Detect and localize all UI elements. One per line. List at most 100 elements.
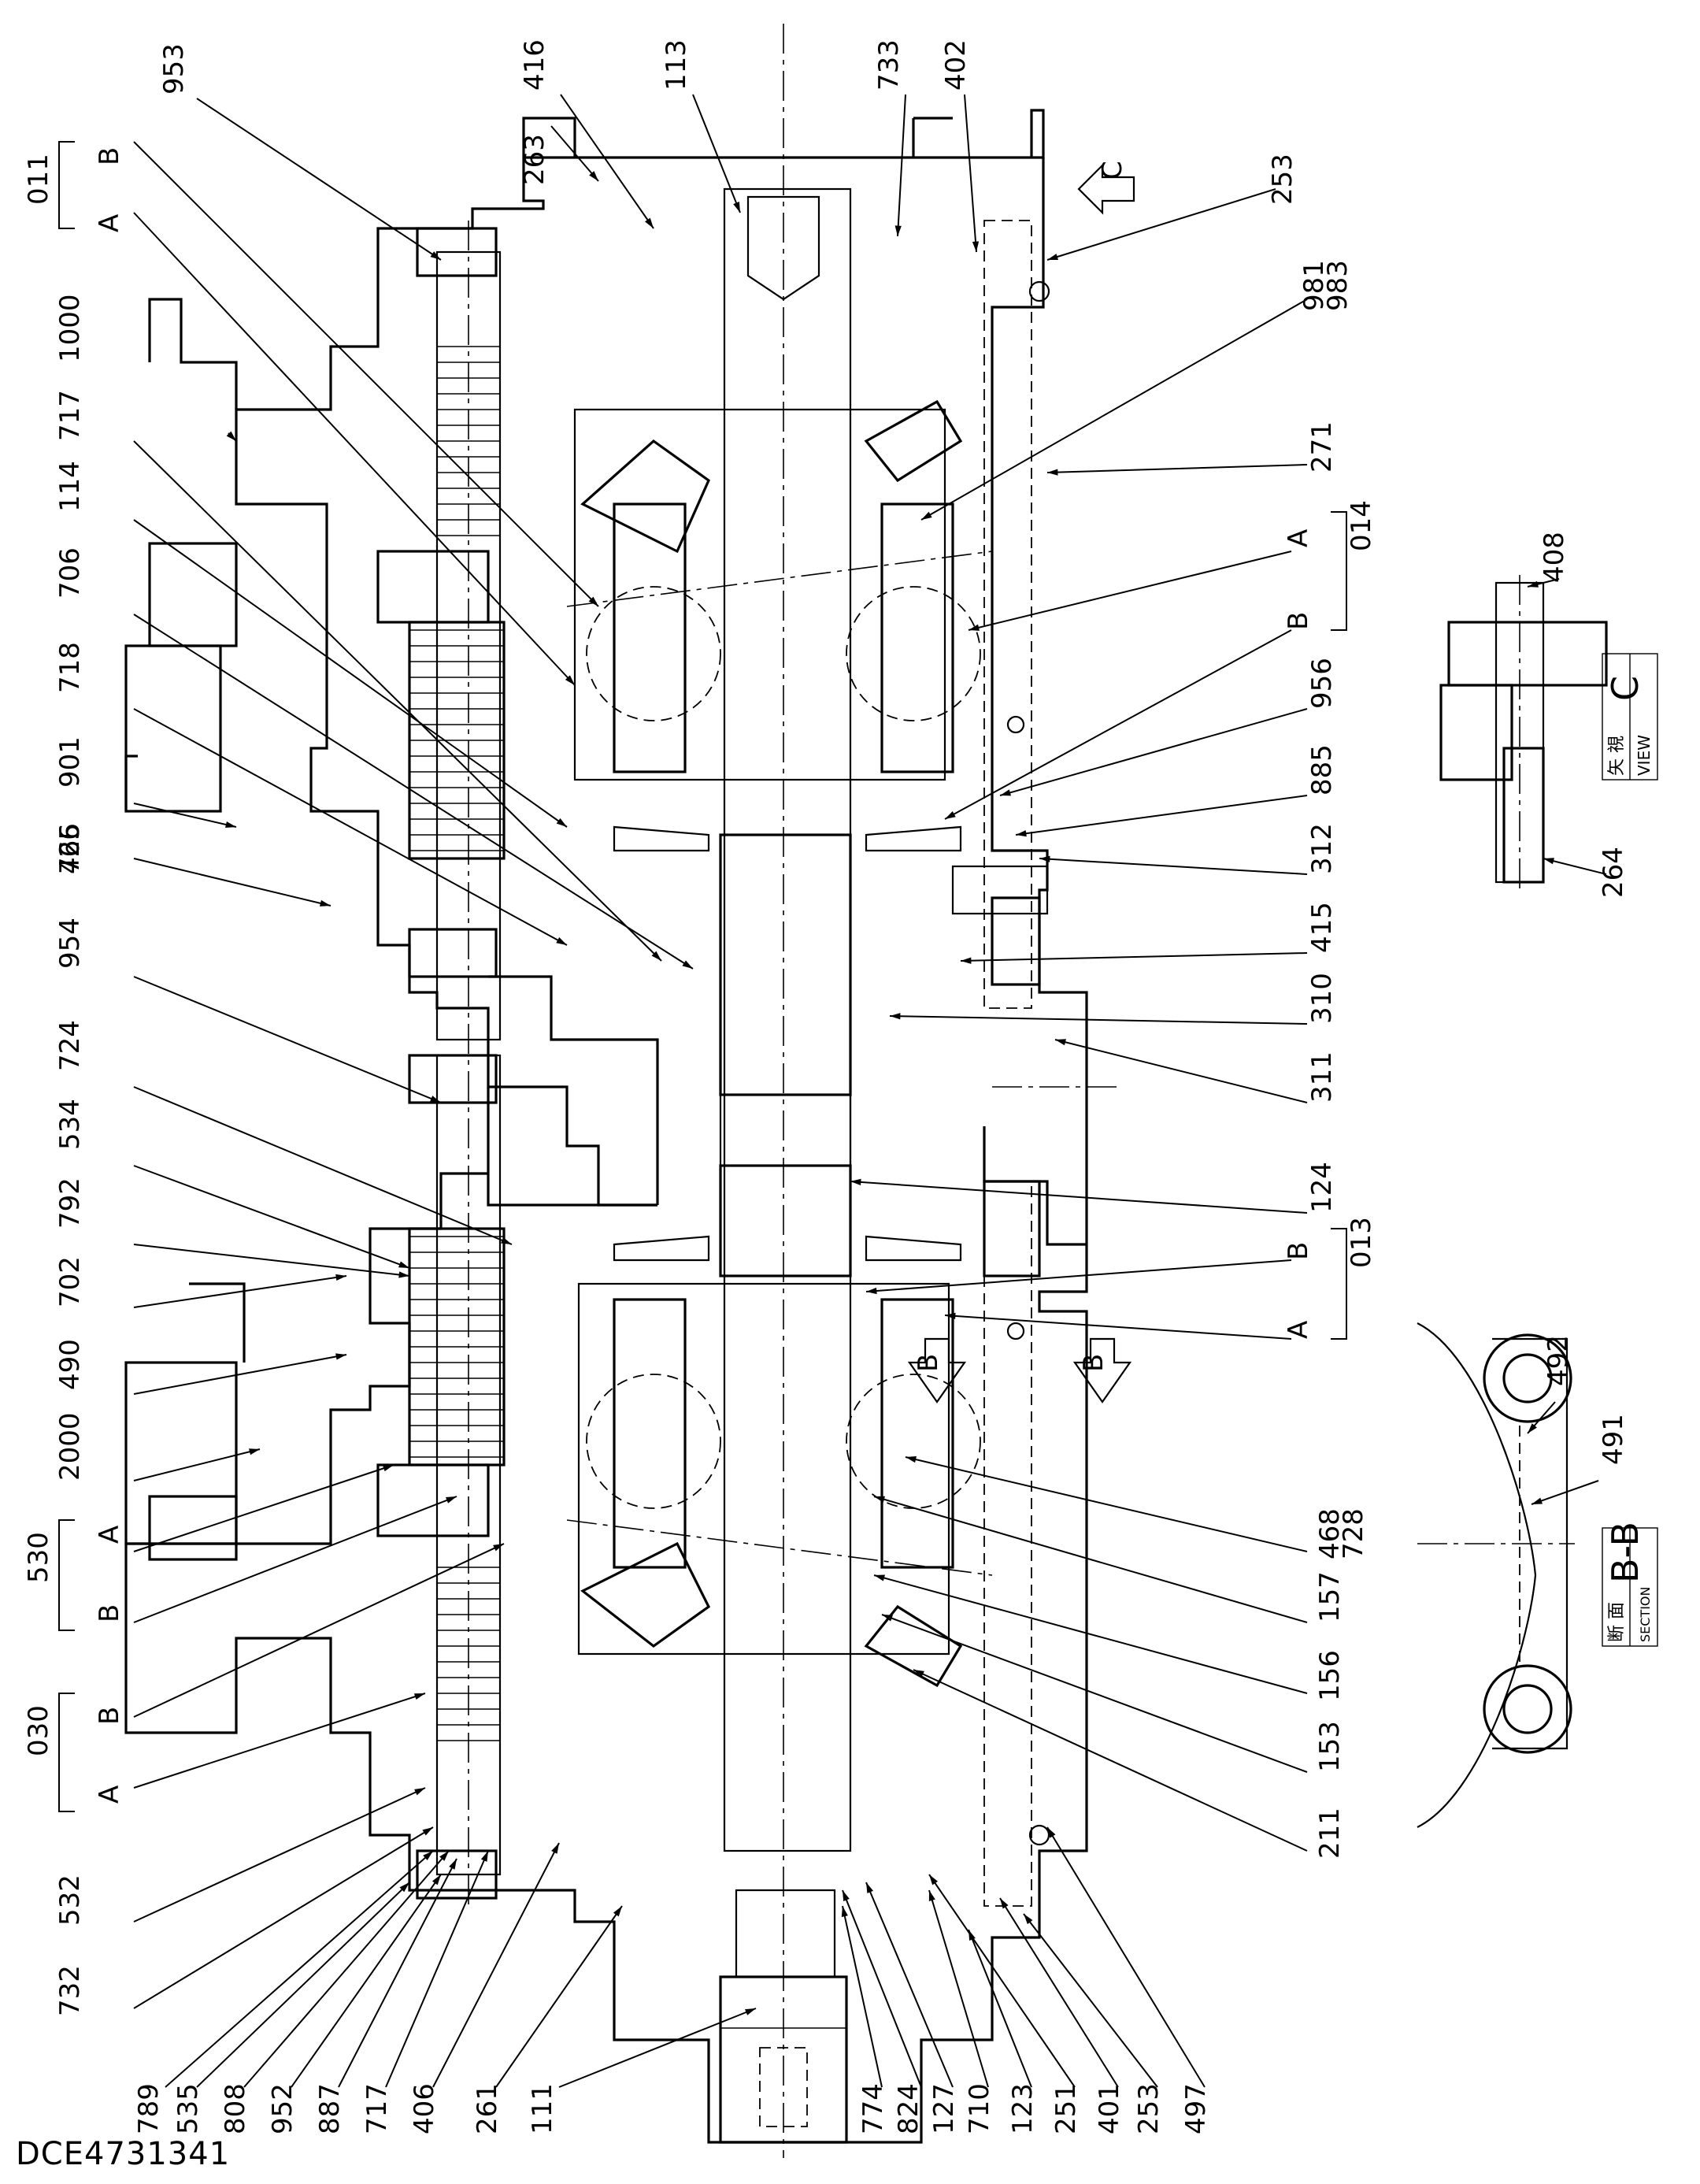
callout-left-26: B (94, 1604, 125, 1622)
leader-arrowhead (430, 1096, 441, 1103)
leader-line (920, 298, 1308, 521)
callout-right-2: 983 (1322, 260, 1354, 311)
callout-left-36: 887 (314, 2083, 346, 2134)
leader-arrowhead (398, 1271, 409, 1278)
leader-arrowhead (556, 818, 567, 827)
leader-arrowhead (1016, 830, 1027, 837)
leader-line (928, 1874, 1076, 2088)
callout-right-7: 956 (1306, 658, 1338, 709)
leader-line (291, 1874, 442, 2088)
group-bracket (1331, 511, 1347, 631)
leader-line (133, 1244, 410, 1277)
leader-line (338, 1858, 457, 2088)
leader-arrowhead (644, 217, 654, 228)
main-shaft (719, 24, 852, 2158)
callout-left-21: 702 (54, 1256, 86, 1307)
group-bracket (58, 1693, 75, 1812)
leader-line (558, 2008, 757, 2088)
leader-arrowhead (493, 1544, 504, 1552)
callout-right-0: 253 (1267, 154, 1298, 205)
callout-left-10: 717 (54, 390, 86, 441)
callout-left-5: 402 (940, 39, 972, 91)
leader-arrowhead (928, 1890, 935, 1901)
leader-arrowhead (843, 1890, 850, 1901)
callout-right-14: B (1283, 1242, 1314, 1260)
section-bb-callout-492: 492 (1543, 1335, 1574, 1386)
callout-right-3: 271 (1306, 421, 1338, 473)
leader-arrowhead (588, 596, 598, 606)
callout-right-21: 153 (1314, 1721, 1346, 1772)
section-bb-detail: 断 面 SECTION B-B (1417, 1322, 1658, 1828)
section-bb-caption-en: SECTION (1638, 1587, 1653, 1643)
callout-right-6: B (1283, 612, 1314, 630)
callout-left-22: 490 (54, 1339, 86, 1390)
callout-left-34: 808 (220, 2083, 251, 2134)
callout-right-8: 885 (1306, 744, 1338, 795)
leader-line (913, 1669, 1308, 1852)
leader-arrowhead (969, 624, 980, 631)
view-c-letter: C (1604, 676, 1646, 701)
view-c-callout-264: 264 (1598, 847, 1629, 898)
callout-left-4: 733 (873, 39, 905, 91)
callout-left-33: 535 (172, 2083, 204, 2134)
callout-left-28: B (94, 1707, 125, 1725)
leader-line (865, 1259, 1292, 1292)
callout-left-12: 706 (54, 547, 86, 599)
leader-arrowhead (841, 1906, 848, 1917)
leader-arrowhead (1055, 1039, 1066, 1046)
leader-arrowhead (556, 936, 567, 945)
callout-right-10: 415 (1306, 902, 1338, 953)
leader-arrowhead (921, 511, 932, 520)
leader-line (133, 1275, 347, 1308)
leader-arrowhead (249, 1448, 260, 1455)
callout-left-13: 718 (54, 642, 86, 693)
leader-arrowhead (866, 1287, 877, 1295)
leader-line (842, 1889, 922, 2088)
leader-arrowhead (929, 1874, 938, 1886)
leader-line (1015, 795, 1308, 836)
leader-line (1023, 1913, 1158, 2088)
callout-right-19: 157 (1314, 1571, 1346, 1622)
callout-left-43: 127 (928, 2083, 960, 2134)
leader-line (196, 1882, 410, 2088)
leader-line (928, 1889, 989, 2088)
leader-arrowhead (972, 241, 980, 252)
callout-left-11: 114 (54, 461, 86, 512)
section-arrow-b-label: B (1078, 1354, 1109, 1372)
leader-line (495, 1905, 623, 2088)
view-c-caption-en: VIEW (1635, 735, 1654, 776)
callout-left-37: 717 (361, 2083, 393, 2134)
leader-arrowhead (414, 1693, 425, 1700)
leader-line (850, 1181, 1308, 1214)
section-bb-title: B-B (1604, 1522, 1646, 1583)
leader-line (133, 1448, 261, 1481)
callout-left-14: 901 (54, 736, 86, 788)
leader-arrowhead (850, 1178, 861, 1186)
leader-line (243, 1850, 450, 2088)
callout-right-4: A (1283, 529, 1314, 547)
callout-right-11: 310 (1306, 973, 1338, 1024)
leader-line (897, 94, 906, 237)
callout-left-1: 416 (519, 39, 550, 91)
leader-arrowhead (874, 1496, 885, 1503)
leader-arrowhead (866, 1882, 874, 1893)
leader-arrowhead (1531, 1497, 1543, 1504)
section-bb-caption-jp: 断 面 (1607, 1602, 1627, 1642)
group-bracket (1331, 1228, 1347, 1340)
leader-line (133, 976, 442, 1103)
callout-right-17: 468 (1314, 1508, 1346, 1559)
leader-arrowhead (906, 1456, 917, 1463)
leader-line (1046, 1826, 1206, 2088)
callout-left-40: 111 (527, 2083, 558, 2134)
leader-line (550, 125, 599, 182)
leader-line (960, 952, 1308, 962)
leader-arrowhead (1047, 469, 1058, 476)
leader-arrowhead (501, 1237, 512, 1244)
leader-arrowhead (320, 899, 331, 907)
callout-left-29: A (94, 1785, 125, 1804)
leader-arrowhead (1047, 1827, 1056, 1838)
callout-left-44: 710 (964, 2083, 995, 2134)
leader-line (133, 1787, 426, 1923)
